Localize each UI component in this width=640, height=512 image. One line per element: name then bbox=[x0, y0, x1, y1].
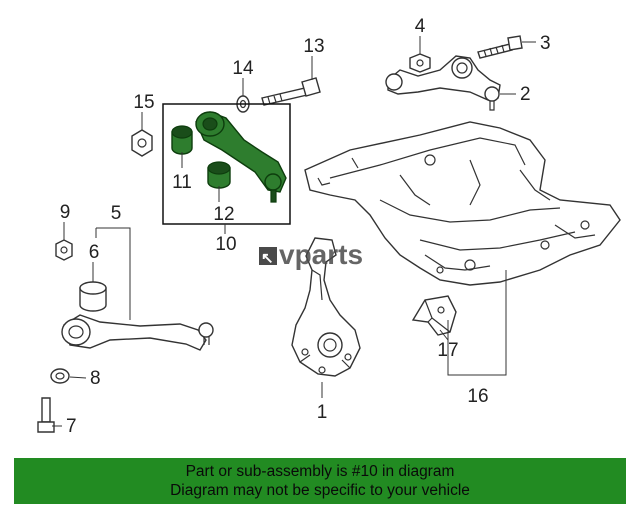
watermark-text: vparts bbox=[279, 239, 363, 270]
bolt[interactable] bbox=[477, 35, 523, 59]
callout-15: 15 bbox=[133, 92, 154, 113]
callout-8: 8 bbox=[90, 368, 101, 389]
callout-13: 13 bbox=[303, 36, 324, 57]
watermark-logo-mark: ↖ bbox=[261, 250, 274, 267]
callout-5: 5 bbox=[111, 203, 122, 224]
upper-control-arm[interactable] bbox=[385, 55, 501, 111]
bolt[interactable] bbox=[261, 77, 321, 106]
info-banner: Part or sub-assembly is #10 in diagram D… bbox=[14, 458, 626, 504]
callout-11: 11 bbox=[172, 172, 192, 193]
lower-control-arm[interactable] bbox=[61, 314, 214, 351]
bracket[interactable] bbox=[411, 295, 457, 336]
steering-knuckle[interactable] bbox=[291, 237, 361, 377]
callout-9: 9 bbox=[60, 202, 71, 223]
banner-line-1: Part or sub-assembly is #10 in diagram bbox=[185, 463, 455, 480]
bushing[interactable] bbox=[79, 281, 107, 312]
parts-diagram: 1 2 3 4 5 6 7 8 9 10 11 12 13 14 15 16 1… bbox=[37, 16, 621, 437]
callout-16: 16 bbox=[467, 386, 488, 407]
leader-lines bbox=[52, 36, 536, 427]
nut[interactable] bbox=[131, 129, 153, 157]
nut[interactable] bbox=[55, 239, 73, 261]
callout-3: 3 bbox=[540, 33, 551, 54]
callout-7: 7 bbox=[66, 416, 77, 437]
callout-4: 4 bbox=[415, 16, 426, 37]
callout-6: 6 bbox=[89, 242, 100, 263]
callout-12: 12 bbox=[213, 204, 234, 225]
washer[interactable] bbox=[50, 368, 70, 384]
banner-line-2: Diagram may not be specific to your vehi… bbox=[170, 482, 470, 499]
callout-1: 1 bbox=[317, 402, 328, 423]
nut[interactable] bbox=[409, 53, 431, 73]
callout-17: 17 bbox=[437, 340, 458, 361]
bolt[interactable] bbox=[37, 397, 55, 433]
watermark-logo-icon bbox=[259, 247, 277, 265]
callout-labels: 1 2 3 4 5 6 7 8 9 10 11 12 13 14 15 16 1… bbox=[60, 16, 551, 437]
bushing[interactable] bbox=[171, 125, 193, 155]
watermark: ↖ vparts bbox=[259, 239, 363, 270]
bushing[interactable] bbox=[207, 161, 231, 189]
assembly-highlight-box bbox=[162, 103, 291, 225]
callout-2: 2 bbox=[520, 84, 531, 105]
subframe[interactable] bbox=[304, 121, 621, 286]
control-arm-assembly[interactable] bbox=[195, 111, 287, 203]
callout-14: 14 bbox=[232, 58, 254, 79]
callout-10: 10 bbox=[215, 234, 236, 255]
